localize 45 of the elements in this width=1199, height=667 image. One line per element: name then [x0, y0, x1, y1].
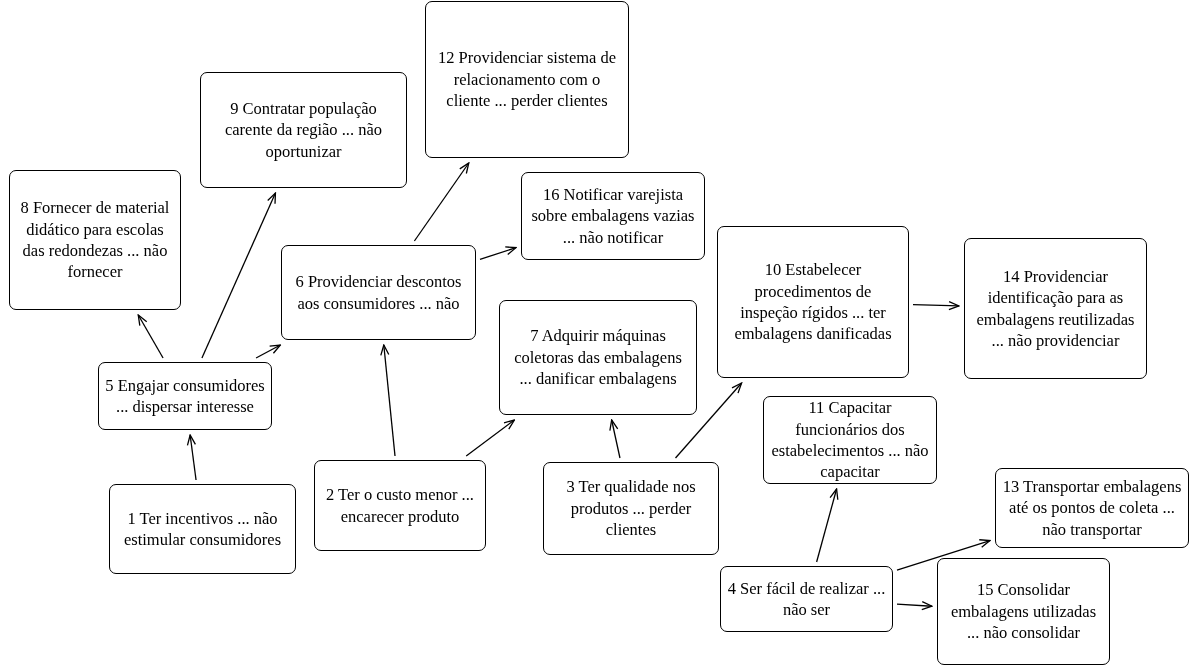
arrow [465, 419, 516, 457]
arrow [255, 344, 281, 359]
process-box [995, 468, 1189, 548]
arrow [413, 162, 470, 242]
box-text: 11 Capacitar funcionários dos estabelecimentos ... não capacitar [770, 397, 930, 483]
process-box [109, 484, 296, 574]
process-box [281, 245, 476, 340]
process-box [543, 462, 719, 555]
box-text: 2 Ter o custo menor ... encarecer produto [325, 484, 475, 527]
box-text: 15 Consolidar embalagens utilizadas ... não consolidar [949, 579, 1098, 644]
arrow [380, 344, 396, 457]
box-text: 13 Transportar embalagens até os pontos de coleta ... não transportar [1002, 475, 1182, 541]
process-box [314, 460, 486, 551]
arrow [896, 539, 991, 571]
box-text: 8 Fornecer de material didático para escolas das redondezas ... não fornecer [19, 197, 171, 283]
arrow [912, 301, 960, 311]
box-text: 1 Ter incentivos ... não estimular consumidores [122, 507, 283, 551]
arrow [896, 601, 933, 611]
box-text: 3 Ter qualidade nos produtos ... perder clientes [565, 476, 697, 541]
arrow [674, 382, 743, 459]
box-text: 12 Providenciar sistema de relacionamento com o cliente ... perder clientes [436, 47, 618, 112]
process-box [499, 300, 697, 415]
box-text: 16 Notificar varejista sobre embalagens vazias ... não notificar [530, 183, 696, 249]
box-text: 9 Contratar população carente da região ... não oportunizar [223, 97, 384, 163]
arrow [186, 434, 197, 481]
arrow [815, 488, 839, 563]
box-text: 7 Adquirir máquinas coletoras das embalagens ... danificar embalagens [513, 325, 683, 390]
process-box [425, 1, 629, 158]
box-text: 5 Engajar consumidores ... dispersar interesse [105, 374, 265, 418]
arrow [137, 314, 164, 359]
process-box [964, 238, 1147, 379]
box-text: 4 Ser fácil de realizar ... não ser [727, 577, 886, 621]
arrow [609, 419, 621, 459]
box-text: 14 Providenciar identificação para as embalagens reutilizadas ... não providenciar [975, 265, 1136, 352]
process-box [98, 362, 272, 430]
arrow [201, 192, 277, 359]
box-text: 6 Providenciar descontos aos consumidores ... não [294, 271, 463, 314]
process-box [9, 170, 181, 310]
process-box [720, 566, 893, 632]
arrow [479, 246, 517, 261]
box-text: 10 Estabelecer procedimentos de inspeção rígidos ... ter embalagens danificadas [733, 259, 893, 345]
process-box [521, 172, 705, 260]
process-box [717, 226, 909, 378]
process-box [937, 558, 1110, 665]
process-box [200, 72, 407, 188]
